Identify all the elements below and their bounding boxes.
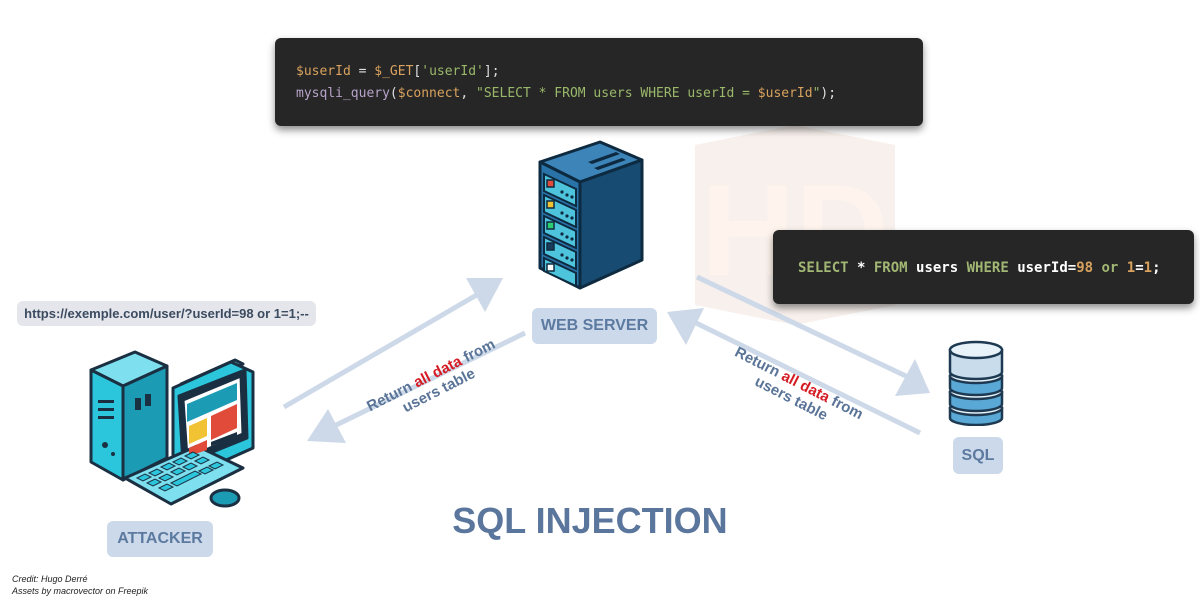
server-rack-icon xyxy=(538,140,644,290)
attack-url: https://exemple.com/user/?userId=98 or 1… xyxy=(17,301,316,326)
arrow-attacker-to-server xyxy=(282,290,482,410)
code-token: or xyxy=(1093,260,1127,276)
code-token: $userId xyxy=(757,86,813,101)
web-server-label: WEB SERVER xyxy=(532,308,657,344)
code-token: , xyxy=(460,86,477,101)
code-token: ); xyxy=(820,86,837,101)
arrow-sql-to-server xyxy=(688,317,922,436)
credit-line: Credit: Hugo Derré xyxy=(12,574,88,584)
code-token: ; xyxy=(1152,260,1161,276)
code-token: " xyxy=(812,86,821,101)
code-token: SELECT xyxy=(798,260,849,276)
code-token: $connect xyxy=(397,86,461,101)
arrow-attacker-to-server-head xyxy=(466,278,503,312)
code-token: 'userId' xyxy=(421,64,484,79)
code-token: 1 xyxy=(1143,260,1153,276)
code-token: $_GET xyxy=(374,64,414,79)
code-token: userId= xyxy=(1008,260,1077,276)
code-token: [ xyxy=(413,64,422,79)
code-token: "SELECT * FROM users WHERE userId = xyxy=(476,86,758,101)
desktop-computer-icon xyxy=(89,350,255,508)
sql-query-block: SELECT * FROM users WHERE userId=98 or 1… xyxy=(773,230,1194,304)
code-token: = xyxy=(1135,260,1144,276)
code-line-2: mysqli_query($connect, "SELECT * FROM us… xyxy=(296,86,836,101)
attacker-label: ATTACKER xyxy=(107,521,213,557)
sql-label: SQL xyxy=(953,437,1003,474)
code-token: users xyxy=(907,260,967,276)
code-token: = xyxy=(350,64,375,79)
arrow-server-to-attacker xyxy=(326,330,527,432)
code-token: WHERE xyxy=(966,260,1009,276)
code-token: $userId xyxy=(296,64,351,79)
diagram-title: SQL INJECTION xyxy=(452,500,728,541)
database-icon xyxy=(948,340,1004,426)
arrow-server-to-sql xyxy=(695,274,912,381)
code-token: * xyxy=(848,260,874,276)
code-token: ]; xyxy=(483,64,500,79)
code-token: FROM xyxy=(873,260,908,276)
arrow-server-to-sql-head xyxy=(895,359,930,396)
code-token: 1 xyxy=(1126,260,1136,276)
code-token: 98 xyxy=(1076,260,1094,276)
php-code-block: $userId = $_GET['userId']; mysqli_query(… xyxy=(275,38,923,126)
assets-credit-line: Assets by macrovector on Freepik xyxy=(12,586,149,596)
code-token: mysqli_query xyxy=(296,86,390,101)
arrow-server-to-attacker-head xyxy=(307,409,346,443)
arrow-sql-to-server-head xyxy=(667,308,704,345)
sql-query-line: SELECT * FROM users WHERE userId=98 or 1… xyxy=(798,260,1161,276)
code-token: ( xyxy=(389,86,398,101)
code-line-1: $userId = $_GET['userId']; xyxy=(296,64,500,79)
